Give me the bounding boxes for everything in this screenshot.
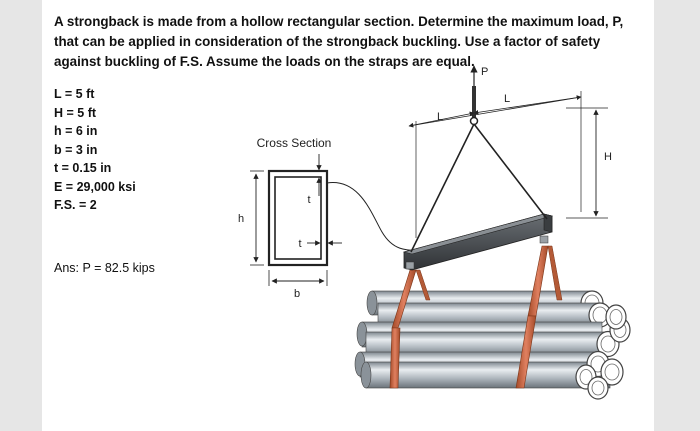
strongback-beam <box>402 213 554 271</box>
given-values-list: L = 5 ft H = 5 ft h = 6 in b = 3 in t = … <box>54 85 136 215</box>
h-label: h <box>238 213 244 225</box>
pipe-bundle <box>354 290 631 400</box>
H-dimension <box>566 107 608 219</box>
answer-text: Ans: P = 82.5 kips <box>54 261 155 275</box>
problem-statement: A strongback is made from a hollow recta… <box>54 14 624 69</box>
given-H: H = 5 ft <box>54 105 97 120</box>
h-dimension <box>250 170 264 266</box>
H-label: H <box>604 151 612 163</box>
cross-section-title: Cross Section <box>257 136 332 150</box>
left-strap <box>389 269 431 389</box>
given-h: h = 6 in <box>54 124 98 138</box>
P-label: P <box>481 66 488 78</box>
t-top-label: t <box>307 194 310 206</box>
cross-section-shape <box>267 169 329 267</box>
L-label-left: L <box>437 111 443 123</box>
given-FS: F.S. = 2 <box>54 198 97 212</box>
right-strap <box>515 245 563 389</box>
given-t: t = 0.15 in <box>54 161 112 175</box>
t-side-label: t <box>298 238 301 250</box>
b-dimension <box>268 270 328 286</box>
problem-card: A strongback is made from a hollow recta… <box>42 0 654 431</box>
L-label-right: L <box>504 93 510 105</box>
given-E: E = 29,000 ksi <box>54 179 136 194</box>
given-L: L = 5 ft <box>54 87 95 101</box>
given-b: b = 3 in <box>54 142 98 157</box>
b-label: b <box>294 288 300 300</box>
L-dimension <box>408 91 582 238</box>
cross-section-leader <box>326 182 429 251</box>
